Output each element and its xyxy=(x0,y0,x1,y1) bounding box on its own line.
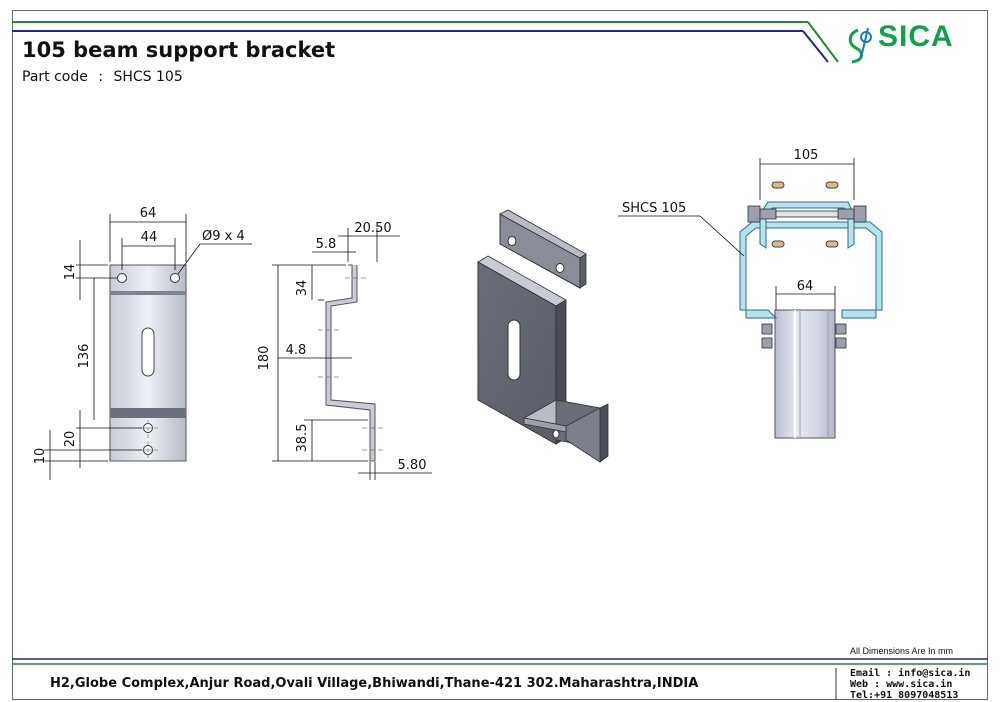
assembly-view: 105 64 SHCS 105 xyxy=(618,148,883,439)
dim-bottom-offset: 10 xyxy=(33,448,48,465)
assembly-callout: SHCS 105 xyxy=(622,201,686,216)
dim-overall-width: 64 xyxy=(140,206,157,221)
company-address: H2,Globe Complex,Anjur Road,Ovali Villag… xyxy=(50,676,699,691)
side-view: 20.50 5.8 180 34 4.8 38.5 5.80 xyxy=(257,221,432,480)
dim-top-offset: 14 xyxy=(63,264,78,281)
dim-bracket-width: 64 xyxy=(797,279,814,294)
part-code-separator: : xyxy=(98,69,104,85)
dim-slot-height: 136 xyxy=(77,344,92,369)
isometric-view xyxy=(477,209,609,463)
part-code-label: Part code xyxy=(22,69,88,85)
contact-email: Email : info@sica.in xyxy=(850,668,971,679)
part-code: Part code : SHCS 105 xyxy=(22,69,183,85)
logo-text: SICA xyxy=(878,20,954,53)
part-code-value: SHCS 105 xyxy=(113,69,183,85)
dim-hole-spacing: 44 xyxy=(141,230,158,245)
dimensions-note: All Dimensions Are In mm xyxy=(850,646,954,656)
sica-logo-icon xyxy=(848,27,872,64)
drawing-sheet-border xyxy=(12,10,988,700)
dim-overall-height: 180 xyxy=(257,346,272,371)
dim-flange-depth: 20.50 xyxy=(354,221,391,236)
dim-top-lip: 5.8 xyxy=(316,237,337,252)
dim-thickness: 4.8 xyxy=(286,343,307,358)
page-title: 105 beam support bracket xyxy=(22,38,336,62)
dim-lower-hole-spacing: 20 xyxy=(63,431,78,448)
contact-block: Email : info@sica.in Web : www.sica.in T… xyxy=(850,668,970,701)
dim-beam-width: 105 xyxy=(794,148,819,163)
header-rules xyxy=(12,21,839,63)
contact-web: Web : www.sica.in xyxy=(850,679,953,690)
dim-bottom-thickness: 5.80 xyxy=(398,458,427,473)
front-view: 64 44 Ø9 x 4 14 136 20 10 xyxy=(33,206,252,480)
footer-rules xyxy=(12,658,988,700)
dim-hole-callout: Ø9 x 4 xyxy=(202,229,245,244)
contact-tel: Tel:+91 8097048513 xyxy=(850,690,959,701)
dim-top-step: 34 xyxy=(295,280,310,297)
dim-bottom-step: 38.5 xyxy=(295,424,310,453)
